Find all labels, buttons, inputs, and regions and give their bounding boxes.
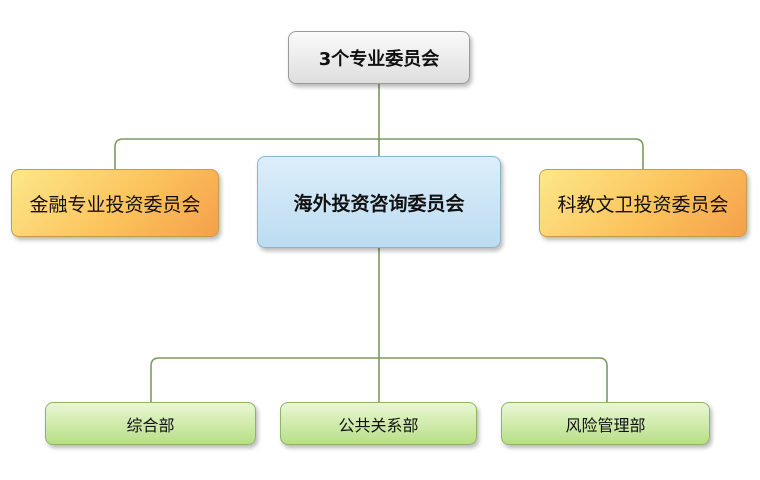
department-node-risk-management-label: 风险管理部: [565, 415, 646, 435]
department-node-general-label: 综合部: [126, 415, 175, 435]
committee-node-finance-label: 金融专业投资委员会: [29, 193, 201, 216]
connector-department-bus: [150, 357, 608, 402]
committee-node-science-education: 科教文卫投资委员会: [539, 169, 747, 237]
connector-committee-bus: [114, 138, 644, 169]
committee-node-science-education-label: 科教文卫投资委员会: [557, 193, 729, 216]
department-node-public-relations-label: 公共关系部: [338, 415, 419, 435]
root-node-label: 3个专业委员会: [318, 48, 440, 70]
department-node-public-relations: 公共关系部: [280, 402, 477, 445]
department-node-general: 综合部: [45, 402, 256, 445]
committee-node-overseas: 海外投资咨询委员会: [257, 156, 501, 248]
root-node: 3个专业委员会: [288, 31, 470, 84]
department-node-risk-management: 风险管理部: [501, 402, 710, 445]
committee-node-overseas-label: 海外投资咨询委员会: [293, 192, 465, 215]
committee-node-finance: 金融专业投资委员会: [11, 169, 219, 237]
